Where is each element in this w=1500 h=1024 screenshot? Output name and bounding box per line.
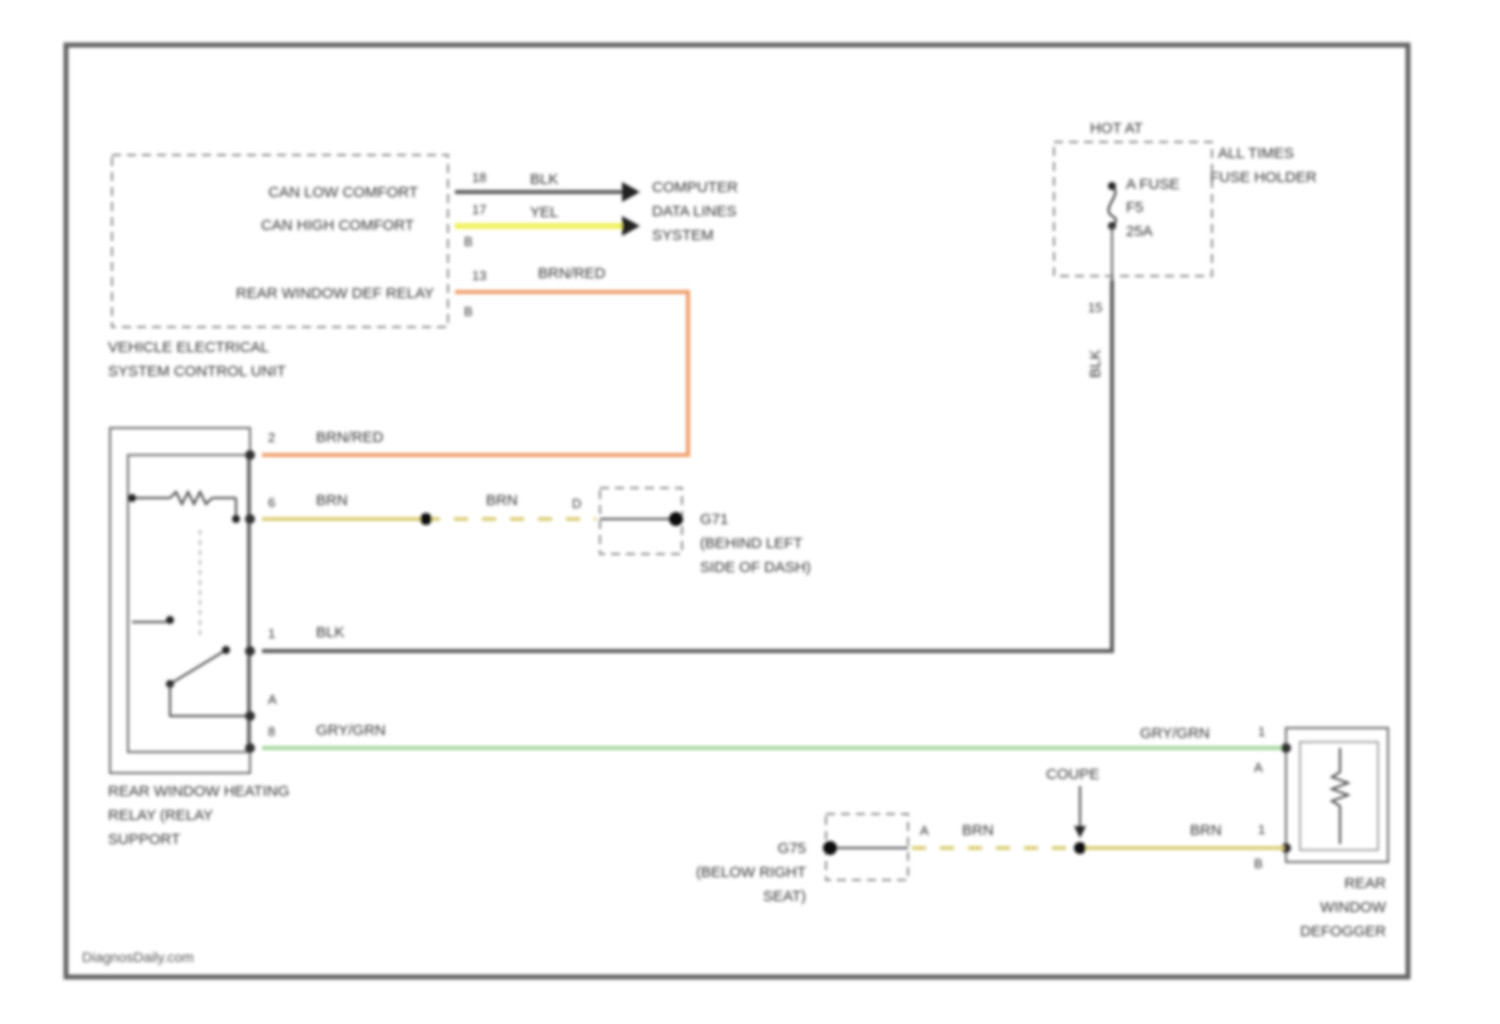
hot-at-label: HOT AT — [1090, 120, 1143, 137]
wire-label-brn-2: BRN — [486, 492, 518, 509]
computer-data-line3: SYSTEM — [652, 227, 714, 244]
computer-data-line1: COMPUTER — [652, 179, 738, 196]
fuse-line2: F5 — [1126, 199, 1144, 216]
relay-module: 2 6 1 A 8 REAR WINDOW HEATING RELAY (REL… — [108, 428, 289, 848]
fuse-icon — [1109, 186, 1117, 226]
relay-pin-2: 2 — [268, 430, 275, 445]
defogger-name-line3: DEFOGGER — [1300, 923, 1386, 940]
wire-label-gry-grn-right: GRY/GRN — [1140, 725, 1210, 742]
relay-pin-2-dot — [245, 450, 255, 460]
relay-coil-icon — [170, 492, 212, 504]
vescu-name-line2: SYSTEM CONTROL UNIT — [108, 363, 286, 380]
defogger-name-line2: WINDOW — [1320, 899, 1387, 916]
relay-pin-1: 1 — [268, 626, 275, 641]
ground1-connector: D — [572, 496, 581, 511]
ground2-line2: SEAT) — [763, 888, 806, 905]
vescu-name-line1: VEHICLE ELECTRICAL — [108, 339, 269, 356]
relay-name-line2: RELAY (RELAY — [108, 807, 213, 824]
wire-label-brn-1: BRN — [316, 492, 348, 509]
wire-label-yel: YEL — [530, 204, 558, 221]
splice-dot-2 — [1074, 842, 1086, 854]
wire-brn-ground1: BRN BRN D G71 (BEHIND LEFT SIDE OF DASH) — [262, 488, 811, 576]
relay-outer-box — [110, 428, 250, 773]
pin-17: 17 — [472, 202, 486, 217]
can-low-signal: CAN LOW COMFORT — [268, 184, 418, 201]
relay-switch-nc — [166, 616, 174, 624]
defogger-name-line1: REAR — [1344, 875, 1386, 892]
defogger-pin-a-dot — [1281, 743, 1291, 753]
relay-pin-1-dot — [245, 646, 255, 656]
wire-label-blk: BLK — [530, 171, 558, 188]
fuse-holder-name-line1: ALL TIMES — [1218, 145, 1294, 162]
wire-gry-grn: GRY/GRN GRY/GRN — [262, 722, 1284, 748]
defogger-pin-1-top: 1 — [1258, 724, 1265, 739]
arrow-yel-icon — [622, 216, 640, 236]
relay-pin-a: A — [268, 692, 277, 707]
relay-node-right — [232, 515, 240, 523]
pin-18: 18 — [472, 170, 486, 185]
fuse-line1: A FUSE — [1126, 176, 1179, 193]
relay-inner-box — [128, 455, 248, 752]
defogger-conn-a: A — [1254, 760, 1263, 775]
coupe-label: COUPE — [1046, 766, 1099, 783]
ground2-name: G75 — [778, 840, 806, 857]
computer-data-line2: DATA LINES — [652, 203, 736, 220]
pin-13: 13 — [472, 268, 486, 283]
defogger-element-icon — [1332, 748, 1348, 844]
fuse-holder-name-line2: FUSE HOLDER — [1210, 169, 1317, 186]
fuse-line3: 25A — [1126, 223, 1153, 240]
ground2-line1: (BELOW RIGHT — [696, 864, 806, 881]
ground1-line2: SIDE OF DASH) — [700, 559, 811, 576]
wire-label-brn-red-top: BRN/RED — [538, 265, 606, 282]
can-data-wires: BLK YEL COMPUTER DATA LINES SYSTEM — [455, 171, 738, 244]
ground1-line1: (BEHIND LEFT — [700, 535, 803, 552]
wire-label-brn-3: BRN — [962, 822, 994, 839]
vescu-module: CAN LOW COMFORT CAN HIGH COMFORT REAR WI… — [108, 155, 486, 380]
relay-switch-arm-icon — [170, 650, 226, 684]
relay-signal: REAR WINDOW DEF RELAY — [236, 285, 434, 302]
watermark: DiagnosDaily.com — [82, 949, 194, 965]
relay-pin-6: 6 — [268, 495, 275, 510]
connector-b-bottom: B — [464, 304, 473, 319]
can-high-signal: CAN HIGH COMFORT — [261, 217, 414, 234]
relay-pin-6-dot — [245, 514, 255, 524]
ground1-icon — [669, 512, 683, 526]
coupe-arrow-icon — [1074, 826, 1086, 838]
arrow-blk-icon — [622, 182, 640, 202]
connector-b-top: B — [464, 234, 473, 249]
fuse-holder: HOT AT ALL TIMES FUSE HOLDER A FUSE F5 2… — [1054, 120, 1317, 378]
ground2-icon — [823, 841, 837, 855]
splice-dot-1 — [420, 513, 432, 525]
relay-pin-a-dot — [245, 711, 255, 721]
defogger-pin-1-bottom: 1 — [1258, 822, 1265, 837]
ground1-name: G71 — [700, 511, 728, 528]
relay-node-left — [128, 494, 136, 502]
wire-brn-ground2: COUPE BRN BRN A G75 (BELOW RIGHT SEAT) — [696, 766, 1284, 905]
wire-label-blk-vertical: BLK — [1087, 350, 1104, 378]
wire-label-brn-4: BRN — [1190, 822, 1222, 839]
wire-label-gry-grn-left: GRY/GRN — [316, 722, 386, 739]
relay-switch-no — [222, 646, 230, 654]
relay-name-line1: REAR WINDOW HEATING — [108, 783, 289, 800]
relay-pin-8-dot — [245, 743, 255, 753]
pin-15: 15 — [1088, 300, 1102, 315]
wire-label-brn-red-bottom: BRN/RED — [316, 429, 384, 446]
defogger-outer-box — [1286, 728, 1388, 862]
wire-label-blk-power: BLK — [316, 624, 344, 641]
relay-switch-out — [170, 684, 250, 716]
ground2-connector: A — [920, 823, 929, 838]
relay-name-line3: SUPPORT — [108, 831, 180, 848]
defogger-conn-b: B — [1254, 856, 1263, 871]
defogger-module: 1 A 1 B REAR WINDOW DEFOGGER — [1254, 724, 1388, 940]
relay-pin-8: 8 — [268, 724, 275, 739]
